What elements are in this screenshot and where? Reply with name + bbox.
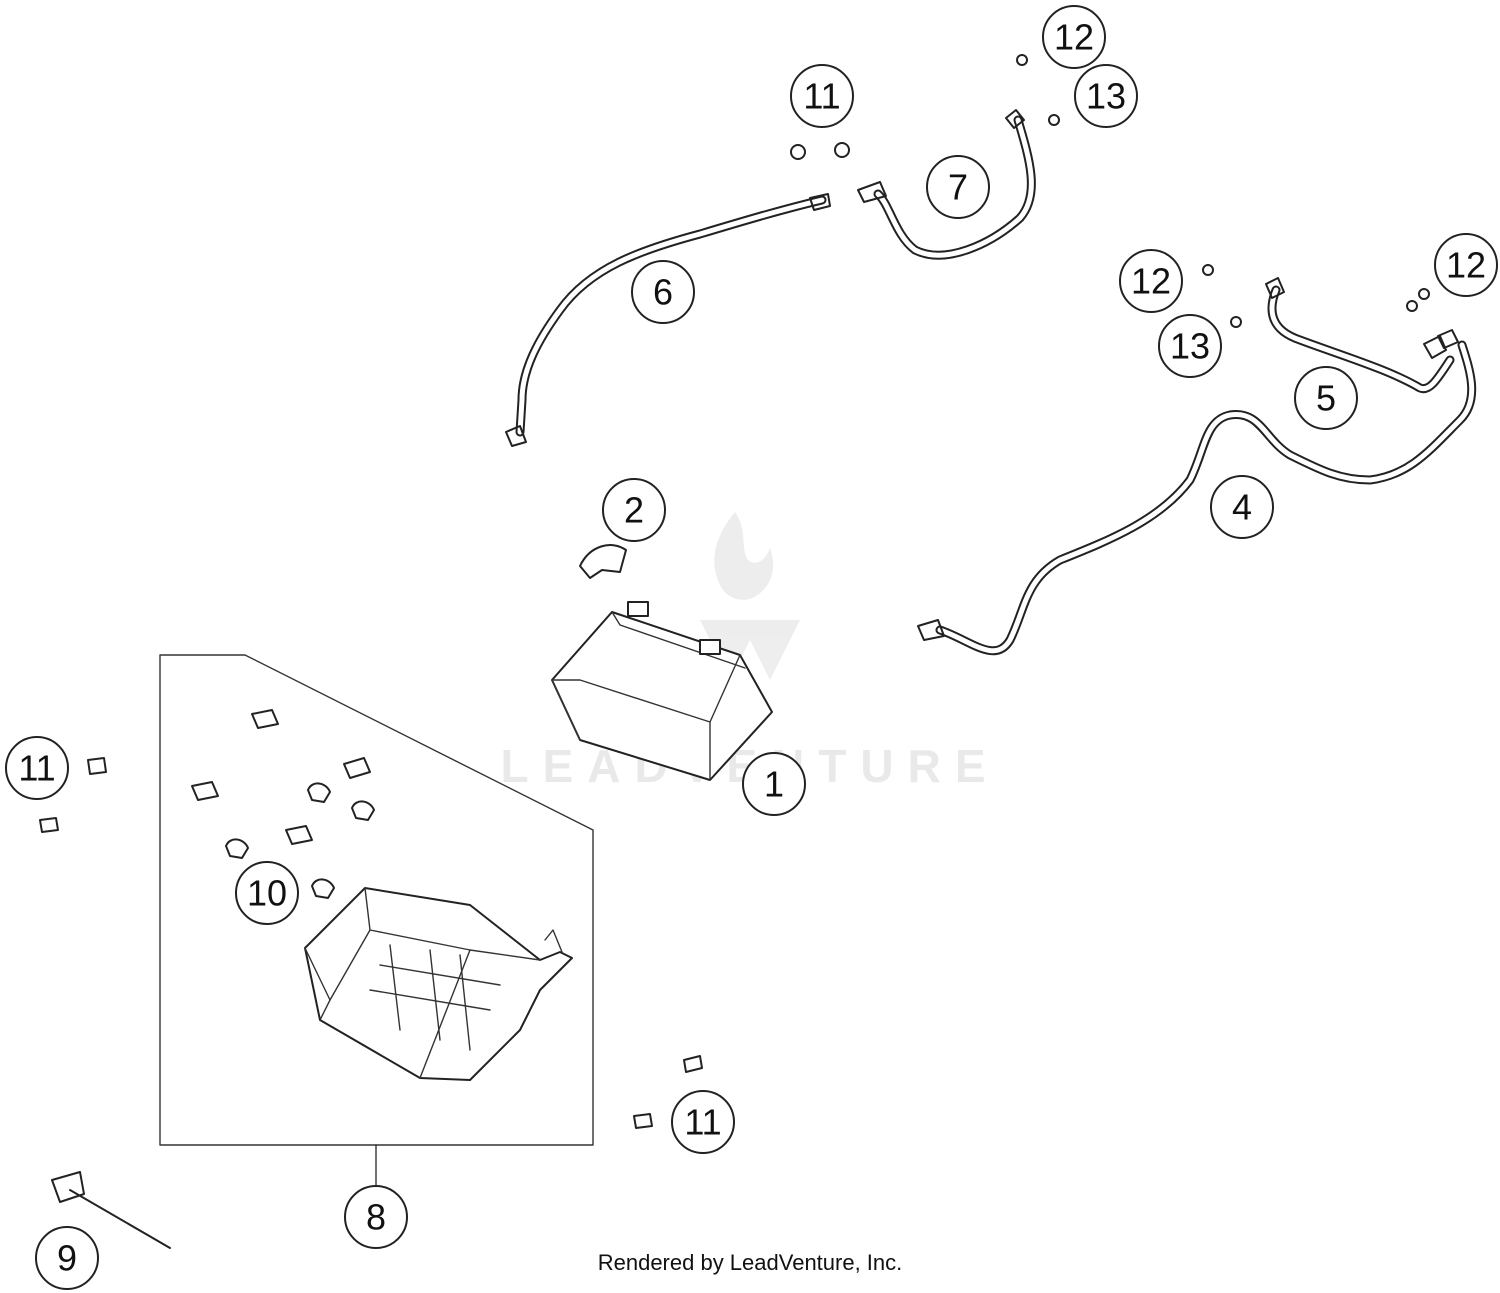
callout-12-right: 12 bbox=[1434, 233, 1498, 297]
callout-2: 2 bbox=[602, 478, 666, 542]
svg-text:2: 2 bbox=[624, 490, 644, 531]
svg-text:6: 6 bbox=[653, 272, 673, 313]
callout-8: 8 bbox=[344, 1185, 408, 1249]
battery-cable-6 bbox=[505, 193, 831, 447]
callout-7: 7 bbox=[926, 155, 990, 219]
callout-11-left: 11 bbox=[5, 736, 69, 800]
svg-text:12: 12 bbox=[1054, 17, 1094, 58]
callout-5: 5 bbox=[1294, 366, 1358, 430]
svg-text:11: 11 bbox=[684, 1102, 721, 1143]
callout-12-top: 12 bbox=[1042, 5, 1106, 69]
callout-4: 4 bbox=[1210, 475, 1274, 539]
callout-6: 6 bbox=[631, 260, 695, 324]
battery-tray-kit-outline bbox=[159, 654, 594, 1186]
battery-cable-7 bbox=[857, 109, 1036, 260]
battery-cable-5 bbox=[1265, 277, 1459, 394]
callout-10: 10 bbox=[235, 861, 299, 925]
callout-11-bottom: 11 bbox=[671, 1090, 735, 1154]
callout-13-top: 13 bbox=[1074, 64, 1138, 128]
svg-text:4: 4 bbox=[1232, 487, 1252, 528]
svg-text:8: 8 bbox=[366, 1197, 386, 1238]
callout-12-middle: 12 bbox=[1119, 249, 1183, 313]
callout-1: 1 bbox=[742, 752, 806, 816]
battery-tray-8 bbox=[304, 887, 573, 1081]
svg-text:13: 13 bbox=[1170, 326, 1210, 367]
svg-text:11: 11 bbox=[803, 76, 840, 117]
svg-text:12: 12 bbox=[1446, 245, 1486, 286]
strap-9 bbox=[51, 1171, 171, 1249]
svg-text:13: 13 bbox=[1086, 76, 1126, 117]
svg-text:12: 12 bbox=[1131, 261, 1171, 302]
terminal-cover-2 bbox=[579, 544, 627, 579]
rubber-pads-10 bbox=[191, 709, 375, 899]
render-credit: Rendered by LeadVenture, Inc. bbox=[598, 1250, 903, 1275]
battery-cable-4 bbox=[917, 340, 1477, 656]
svg-text:7: 7 bbox=[948, 167, 968, 208]
bolt-hardware bbox=[39, 54, 1430, 1129]
svg-text:9: 9 bbox=[57, 1238, 77, 1279]
battery-1 bbox=[551, 601, 773, 781]
svg-text:1: 1 bbox=[764, 764, 784, 805]
callout-11-top: 11 bbox=[790, 64, 854, 128]
callout-13-middle: 13 bbox=[1158, 314, 1222, 378]
svg-text:10: 10 bbox=[247, 873, 287, 914]
callout-9: 9 bbox=[35, 1226, 99, 1290]
svg-text:11: 11 bbox=[18, 748, 55, 789]
svg-text:5: 5 bbox=[1316, 378, 1336, 419]
